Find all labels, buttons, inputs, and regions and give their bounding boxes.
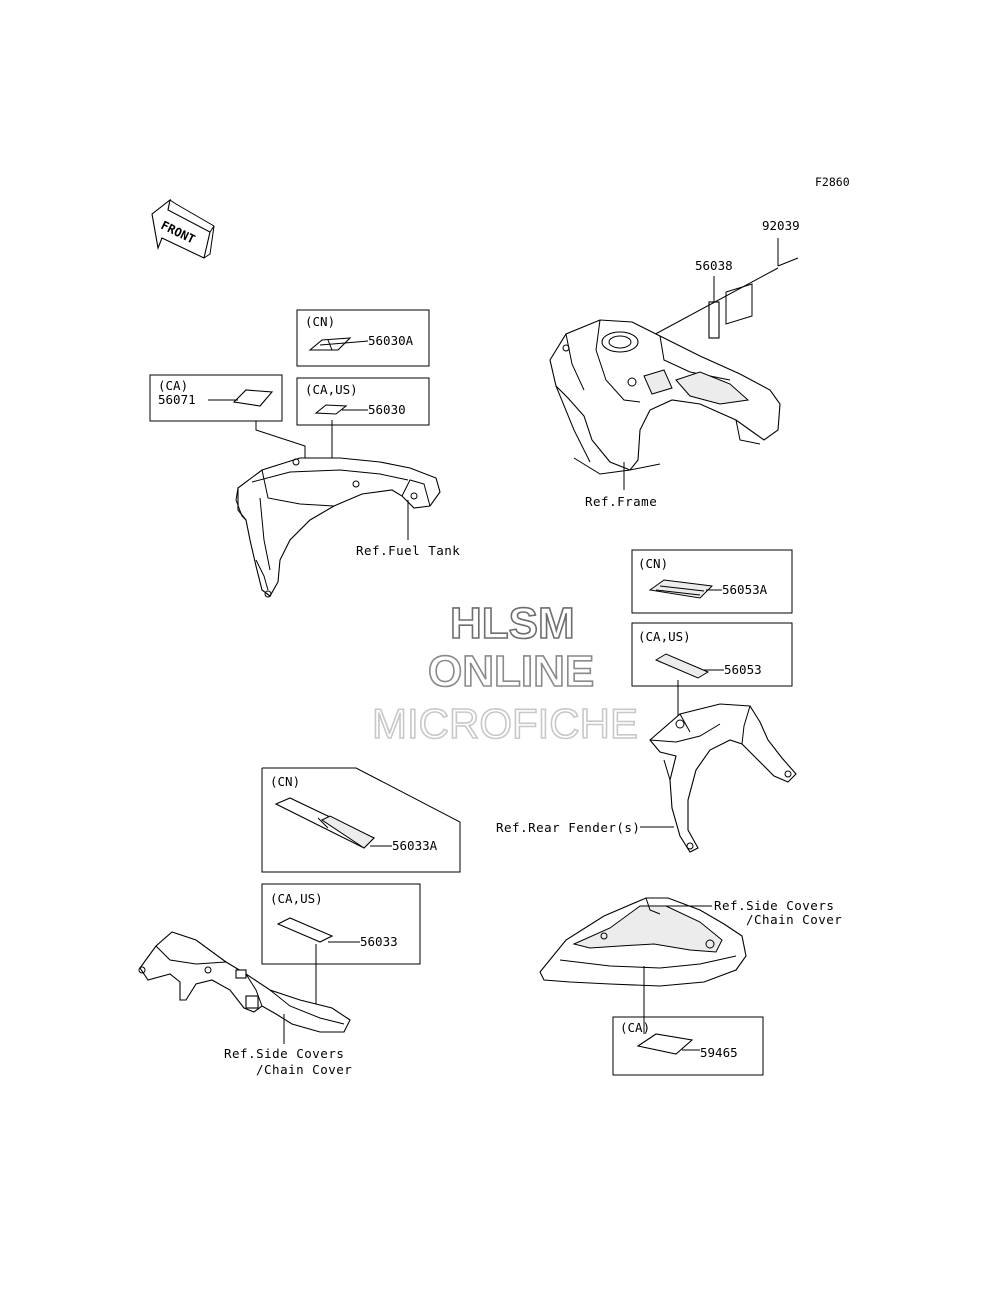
decal-56033a-icon <box>274 797 375 849</box>
ref-fuel-tank: Ref.Fuel Tank <box>356 543 460 558</box>
part-number-56033: 56033 <box>360 934 398 949</box>
label-box-cn-56030a <box>296 309 430 367</box>
region-cn-56033a: (CN) <box>270 774 300 789</box>
part-number-56053: 56053 <box>724 662 762 677</box>
region-ca-56071: (CA) <box>158 378 188 393</box>
figure-code: F2860 <box>815 175 850 189</box>
part-number-92039: 92039 <box>762 218 800 233</box>
decal-56053a-icon <box>648 579 714 599</box>
label-box-ca-59465 <box>612 1016 764 1076</box>
part-number-59465: 59465 <box>700 1045 738 1060</box>
rear-fender-part <box>649 703 797 853</box>
decal-59465-icon <box>636 1033 694 1055</box>
label-box-caus-56053 <box>631 622 793 687</box>
label-box-ca-56071 <box>149 374 283 422</box>
rivet-92039-icon <box>777 257 799 267</box>
chain-cover-part <box>138 931 351 1033</box>
decal-56053-icon <box>654 653 710 679</box>
region-caus-56033: (CA,US) <box>270 891 323 906</box>
label-box-cn-56053a <box>631 549 793 614</box>
part-number-56030a: 56030A <box>368 333 414 348</box>
side-cover-part <box>539 897 747 987</box>
part-number-56053a: 56053A <box>722 582 768 597</box>
part-number-56033a: 56033A <box>392 838 438 853</box>
front-arrow-icon: FRONT <box>151 198 215 259</box>
watermark-line-1: HLSM <box>450 599 575 648</box>
part-number-56030: 56030 <box>368 402 406 417</box>
region-ca-59465: (CA) <box>620 1020 650 1035</box>
watermark-line-2: ONLINE <box>428 647 594 696</box>
ref-frame: Ref.Frame <box>585 494 657 509</box>
fuel-tank-cover-part <box>235 457 441 598</box>
decal-56030-icon <box>314 404 348 415</box>
region-cn-56030a: (CN) <box>305 314 335 329</box>
ref-side-covers-right-2: /Chain Cover <box>746 912 842 927</box>
ref-side-covers-left-2: /Chain Cover <box>256 1062 352 1077</box>
label-box-caus-56030 <box>296 377 430 426</box>
decal-56071-icon <box>232 389 274 407</box>
plate-56038-icon <box>708 301 720 339</box>
region-caus-56053: (CA,US) <box>638 629 691 644</box>
label-box-cn-56033a <box>261 767 461 873</box>
watermark-line-3: MICROFICHE <box>372 700 638 747</box>
decal-56033-icon <box>276 917 334 943</box>
part-number-56038: 56038 <box>695 258 733 273</box>
ref-rear-fender: Ref.Rear Fender(s) <box>496 820 640 835</box>
ref-side-covers-right-1: Ref.Side Covers <box>714 898 834 913</box>
part-number-56071: 56071 <box>158 392 196 407</box>
ref-side-covers-left-1: Ref.Side Covers <box>224 1046 344 1061</box>
region-cn-56053a: (CN) <box>638 556 668 571</box>
decal-56030a-icon <box>308 337 352 351</box>
label-box-caus-56033 <box>261 883 421 965</box>
region-caus-56030: (CA,US) <box>305 382 358 397</box>
frame-part <box>549 319 781 475</box>
